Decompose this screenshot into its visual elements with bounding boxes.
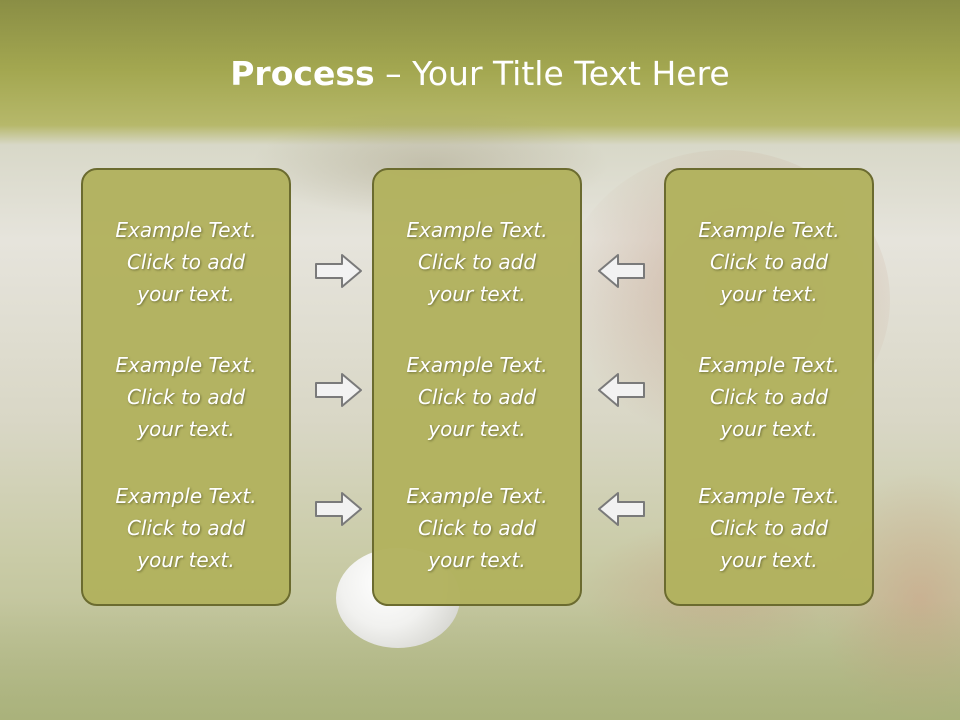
arrow-right-icon (314, 490, 364, 528)
text-block[interactable]: Example Text. Click to add your text. (374, 480, 580, 576)
text-block[interactable]: Example Text. Click to add your text. (374, 214, 580, 310)
text-line: Click to add (709, 516, 829, 540)
text-line: Example Text. (698, 484, 840, 508)
text-line: Example Text. (406, 218, 548, 242)
text-block[interactable]: Example Text. Click to add your text. (666, 214, 872, 310)
text-line: your text. (720, 548, 818, 572)
text-block[interactable]: Example Text. Click to add your text. (666, 349, 872, 445)
arrow-left-icon (596, 252, 646, 290)
text-line: Click to add (417, 250, 537, 274)
text-line: Example Text. (115, 353, 257, 377)
text-line: your text. (137, 282, 235, 306)
text-line: Click to add (709, 250, 829, 274)
text-line: Example Text. (406, 353, 548, 377)
arrow-right-icon (314, 371, 364, 409)
text-block[interactable]: Example Text. Click to add your text. (83, 480, 289, 576)
process-box-left[interactable]: Example Text. Click to add your text. Ex… (81, 168, 291, 606)
text-line: your text. (137, 417, 235, 441)
arrow-left-icon (596, 371, 646, 409)
text-line: Click to add (417, 516, 537, 540)
text-line: your text. (137, 548, 235, 572)
arrow-left-icon (596, 490, 646, 528)
text-block[interactable]: Example Text. Click to add your text. (83, 349, 289, 445)
text-block[interactable]: Example Text. Click to add your text. (83, 214, 289, 310)
slide-title[interactable]: Process – Your Title Text Here (0, 52, 960, 96)
process-box-right[interactable]: Example Text. Click to add your text. Ex… (664, 168, 874, 606)
title-bold: Process (230, 54, 375, 93)
text-line: Click to add (126, 385, 246, 409)
text-block[interactable]: Example Text. Click to add your text. (374, 349, 580, 445)
text-line: Example Text. (698, 353, 840, 377)
text-line: your text. (428, 548, 526, 572)
text-line: Click to add (417, 385, 537, 409)
text-line: your text. (720, 282, 818, 306)
text-line: Click to add (126, 516, 246, 540)
title-rest: – Your Title Text Here (374, 54, 730, 93)
text-block[interactable]: Example Text. Click to add your text. (666, 480, 872, 576)
arrow-right-icon (314, 252, 364, 290)
text-line: your text. (428, 417, 526, 441)
text-line: Example Text. (406, 484, 548, 508)
text-line: Click to add (709, 385, 829, 409)
background-grass (0, 600, 960, 720)
process-box-center[interactable]: Example Text. Click to add your text. Ex… (372, 168, 582, 606)
text-line: Click to add (126, 250, 246, 274)
text-line: Example Text. (698, 218, 840, 242)
text-line: your text. (720, 417, 818, 441)
text-line: your text. (428, 282, 526, 306)
text-line: Example Text. (115, 218, 257, 242)
text-line: Example Text. (115, 484, 257, 508)
